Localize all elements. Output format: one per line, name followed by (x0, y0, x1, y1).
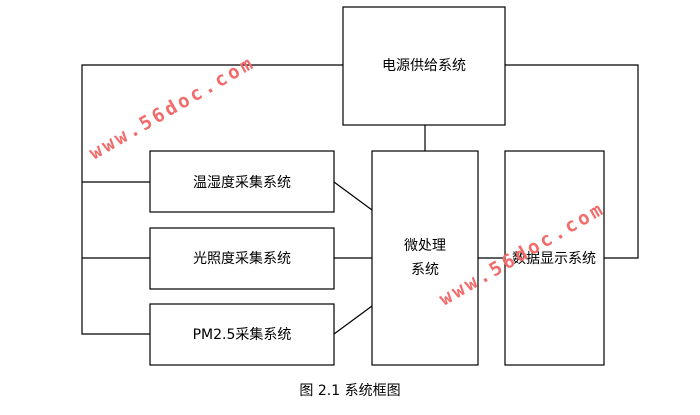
pm25-label: PM2.5采集系统 (193, 326, 292, 343)
block-light: 光照度采集系统 (149, 227, 335, 290)
mcu-label-line1: 微处理 (404, 238, 446, 254)
mcu-label-line2: 系统 (411, 262, 439, 278)
block-mcu: 微处理 系统 (371, 150, 479, 366)
block-pm25: PM2.5采集系统 (149, 303, 335, 366)
pm25-box (149, 303, 335, 366)
mcu-box (371, 150, 479, 366)
power-box (342, 6, 506, 126)
block-power: 电源供给系统 (342, 6, 506, 126)
display-box (504, 150, 605, 366)
temp-humidity-box (149, 150, 335, 213)
power-bus-left (81, 64, 343, 335)
block-display: 数据显示系统 (504, 150, 605, 366)
light-box (149, 227, 335, 290)
power-bus-right (505, 64, 639, 259)
temp-to-mcu (333, 181, 373, 211)
display-label: 数据显示系统 (512, 251, 596, 267)
light-label: 光照度采集系统 (193, 250, 291, 267)
power-label: 电源供给系统 (382, 58, 466, 74)
pm25-to-mcu (333, 305, 373, 335)
watermark-left: www.56doc.com (86, 51, 260, 164)
system-block-diagram: 电源供给系统 温湿度采集系统 光照度采集系统 PM2.5采集系统 微处理 系统 … (81, 6, 639, 366)
figure-caption: 图 2.1 系统框图 (299, 383, 401, 399)
block-temp-humidity: 温湿度采集系统 (149, 150, 335, 213)
temp-humidity-label: 温湿度采集系统 (193, 174, 291, 191)
connection-lines (81, 64, 639, 335)
